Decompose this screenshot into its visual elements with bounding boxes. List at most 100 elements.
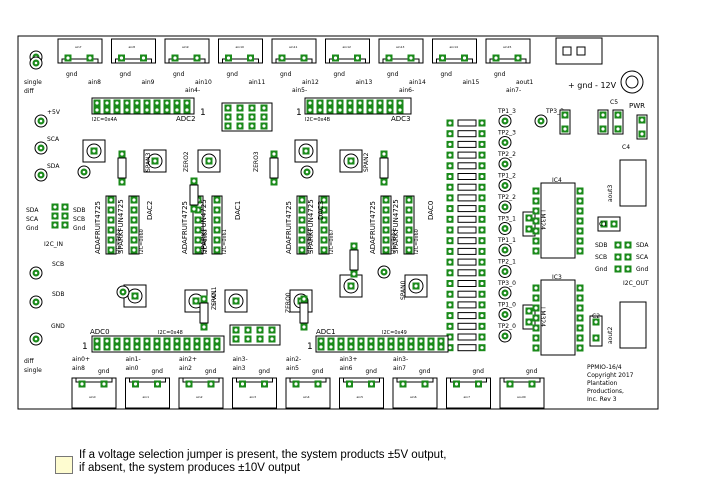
adc2-i2c: I2C=0x4A: [92, 117, 118, 123]
connector-id: ain9: [182, 45, 189, 49]
pin-sub-label: ain7-: [506, 87, 521, 94]
pad-hole: [407, 218, 411, 222]
pin-label: ain2+: [179, 356, 197, 363]
pad-hole: [115, 108, 119, 112]
pad-hole: [378, 101, 382, 105]
dac-header: [296, 195, 308, 255]
pad-hole: [429, 345, 433, 349]
pad-hole: [534, 286, 538, 290]
svg-text:LM324: LM324: [539, 307, 546, 327]
pad-hole: [398, 101, 402, 105]
gnd-label: gnd: [152, 368, 164, 375]
pad-hole: [348, 101, 352, 105]
pad-hole: [234, 299, 238, 303]
pad-hole: [601, 113, 605, 117]
connector-id: aout0: [517, 395, 526, 399]
pad-hole: [384, 218, 388, 222]
pad-hole: [302, 297, 306, 301]
connector-id: ain12: [343, 45, 351, 49]
pad-hole: [195, 56, 199, 60]
via-hole: [382, 270, 386, 274]
pad-hole: [322, 208, 326, 212]
pad-hole: [125, 339, 129, 343]
pin-label: gnd: [227, 71, 239, 78]
pad-hole: [480, 346, 484, 350]
pad-hole: [109, 228, 113, 232]
pad-hole: [480, 271, 484, 275]
pad-hole: [258, 337, 262, 341]
pin-sda-label: SDA: [47, 163, 60, 170]
pad-hole: [578, 189, 582, 193]
svg-text:SDA: SDA: [636, 242, 649, 249]
svg-text:Gnd: Gnd: [73, 225, 85, 232]
pad-hole: [215, 228, 219, 232]
via-hole: [503, 334, 507, 338]
pin-label: ain12: [302, 79, 319, 86]
pad-hole: [95, 101, 99, 105]
pad-hole: [409, 56, 413, 60]
component: [636, 114, 648, 140]
pad-hole: [480, 121, 484, 125]
via-hole: [39, 119, 43, 123]
pad-hole: [368, 108, 372, 112]
dac-label: ADAFRUIT4725: [285, 201, 293, 254]
pad-hole: [352, 272, 356, 276]
connector-id: ain7: [464, 395, 471, 399]
pad-hole: [448, 249, 452, 253]
pad-hole: [384, 228, 388, 232]
pad-hole: [215, 339, 219, 343]
i2c-in-block: SDA SCA Gnd SDB SCB Gnd I2C_IN: [26, 203, 86, 248]
pad-hole: [175, 101, 179, 105]
pad-hole: [358, 108, 362, 112]
dac-header: [318, 195, 330, 255]
pad-hole: [389, 339, 393, 343]
pad-hole: [534, 249, 538, 253]
pad-hole: [63, 214, 67, 218]
pad-hole: [205, 339, 209, 343]
adc2-label: ADC2: [176, 115, 196, 123]
pad-hole: [369, 345, 373, 349]
pad-hole: [135, 345, 139, 349]
via-hole: [503, 162, 507, 166]
dac-i2c: I2C=0x62: [391, 229, 397, 254]
svg-text:I2C_IN: I2C_IN: [44, 241, 63, 248]
tp-label: TP2_3: [497, 130, 516, 137]
pad-hole: [448, 142, 452, 146]
pwr-label: PWR: [629, 102, 645, 110]
pad-hole: [384, 248, 388, 252]
pin-label: ain0: [126, 365, 139, 372]
svg-text:GND: GND: [51, 323, 65, 330]
resistor-column: TP1_3TP2_3TP2_2TP1_2TP2_2TP3_1TP1_1TP2_1…: [446, 108, 648, 352]
resistor: [457, 194, 477, 202]
pin-label: ain11: [249, 79, 266, 86]
pad-hole: [105, 345, 109, 349]
pad-hole: [409, 345, 413, 349]
tp-label: TP2_2: [497, 194, 516, 201]
adc3-label: ADC3: [391, 115, 411, 123]
connector-id: ain11: [289, 45, 297, 49]
svg-text:Gnd: Gnd: [595, 266, 607, 273]
component: [597, 109, 609, 135]
pad-hole: [382, 180, 386, 184]
resistor: [457, 322, 477, 330]
pin-label: ain3-: [393, 356, 408, 363]
gnd-label: gnd: [526, 368, 538, 375]
connector-id: ain10: [236, 45, 244, 49]
pad-hole: [125, 101, 129, 105]
pad-hole: [322, 218, 326, 222]
pad-hole: [414, 284, 418, 288]
pin-label: gnd: [280, 71, 292, 78]
pad-hole: [196, 228, 200, 232]
pad-hole: [215, 248, 219, 252]
dac-i2c: I2C=0x62: [116, 229, 122, 254]
legend-line-1: If a voltage selection jumper is present…: [79, 449, 447, 461]
pad-hole: [601, 127, 605, 131]
center-pin-block-bottom: [229, 324, 281, 346]
pad-hole: [480, 228, 484, 232]
pad-hole: [300, 218, 304, 222]
zero-label: ZERO2: [183, 151, 190, 172]
via-hole: [34, 337, 38, 341]
pad-hole: [516, 56, 520, 60]
